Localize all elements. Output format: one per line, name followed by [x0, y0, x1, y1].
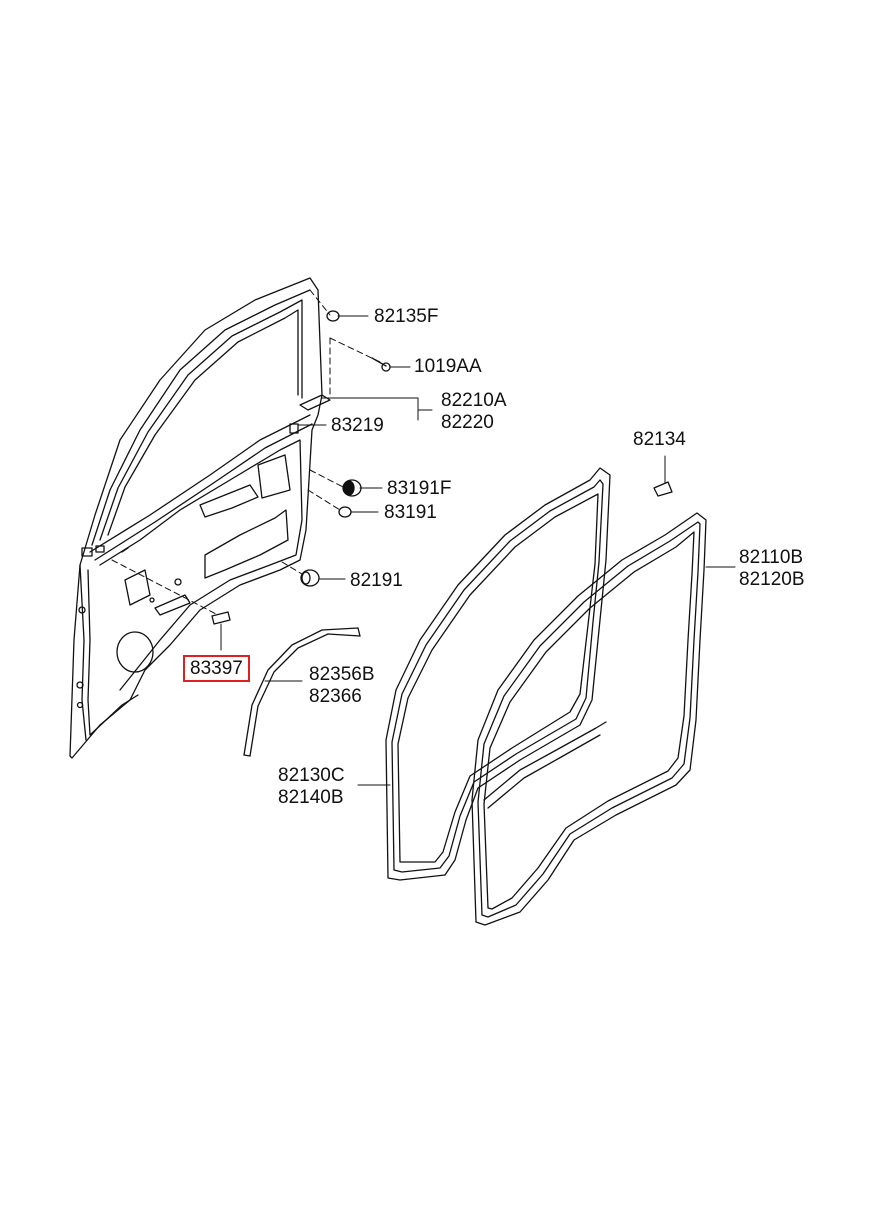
door-panel — [69, 277, 323, 759]
label-82210a: 82210A — [441, 390, 507, 411]
label-82110b: 82110B — [739, 547, 804, 568]
label-82191: 82191 — [350, 570, 403, 591]
label-82220: 82220 — [441, 412, 494, 433]
bolt-1019aa-icon — [371, 357, 391, 372]
label-82135f: 82135F — [374, 306, 439, 327]
label-82134: 82134 — [633, 429, 686, 450]
clip-82134-icon — [653, 481, 673, 497]
pad-83397-icon — [211, 611, 231, 625]
plug-83191f-icon — [342, 479, 362, 497]
label-82130c: 82130C — [278, 765, 345, 786]
weatherstrip-82130c — [385, 467, 611, 881]
label-83191f: 83191F — [387, 478, 452, 499]
label-82366: 82366 — [309, 686, 362, 707]
clip-82135f-icon — [326, 310, 340, 322]
channel-82210a-icon — [299, 394, 331, 411]
plug-83191-icon — [338, 506, 352, 518]
weatherstrip-82356b — [243, 627, 361, 757]
plug-82191-icon — [300, 569, 320, 587]
label-82140b: 82140B — [278, 787, 344, 808]
label-83397-highlighted: 83397 — [183, 655, 250, 682]
label-1019aa: 1019AA — [414, 356, 482, 377]
label-83219: 83219 — [331, 415, 384, 436]
label-83191: 83191 — [384, 502, 437, 523]
label-82356b: 82356B — [309, 664, 375, 685]
clip-83219-icon — [289, 423, 299, 434]
label-82120b: 82120B — [739, 569, 805, 590]
weatherstrip-82110b — [471, 512, 707, 926]
